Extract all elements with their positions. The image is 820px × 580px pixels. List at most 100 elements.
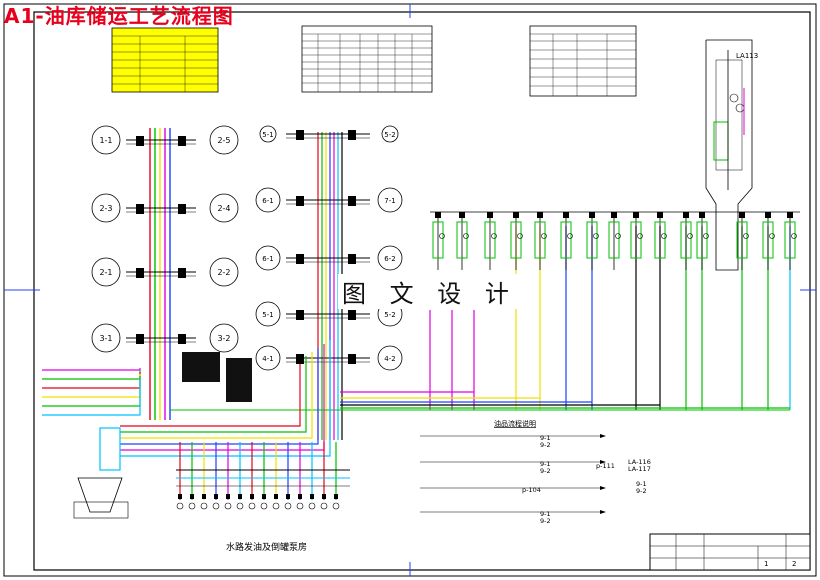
note-sublabel: 9-2 [540, 467, 551, 475]
note-label: LA-116 [628, 458, 651, 466]
notes-arrow [600, 434, 606, 438]
valve-symbol [296, 130, 304, 140]
loading-arm-valve [593, 233, 599, 239]
loading-arm-valve [541, 233, 547, 239]
tank-id-label: 4-2 [384, 355, 395, 363]
loading-arm-frame [654, 221, 666, 259]
loading-arm-frame [736, 221, 748, 259]
pipe-line [42, 370, 141, 380]
pump-valve [334, 494, 338, 499]
pump-valve [250, 494, 254, 499]
note-sublabel: 9-2 [540, 441, 551, 449]
loading-arm-valve [743, 233, 749, 239]
loading-arm-head [739, 212, 745, 218]
valve-symbol [136, 136, 144, 146]
valve-symbol [296, 196, 304, 206]
valve-symbol [296, 354, 304, 364]
valve-symbol [348, 254, 356, 264]
note-label: 9-1 [540, 460, 551, 468]
storage-tank [91, 257, 121, 287]
tank-id-label: 6-2 [384, 255, 395, 263]
loading-arm-head [589, 212, 595, 218]
loading-arm-valve [661, 233, 667, 239]
pump-symbol [212, 502, 220, 510]
loading-arm-valve [687, 233, 693, 239]
tank-id-label: 5-1 [262, 311, 273, 319]
notes-arrow [600, 460, 606, 464]
loading-arm-valve [517, 233, 523, 239]
storage-tank [255, 187, 281, 213]
note-label: 9-1 [636, 480, 647, 488]
storage-tank [381, 125, 399, 143]
loading-arm-frame [534, 221, 546, 259]
pump-valve [274, 494, 278, 499]
pump-symbol [260, 502, 268, 510]
valve-symbol [178, 204, 186, 214]
loading-arm-frame [680, 221, 692, 259]
pipe-line [120, 352, 313, 439]
loading-arm-frame [608, 221, 620, 259]
title-block: 1 2 [649, 533, 811, 571]
storage-tank [91, 125, 121, 155]
storage-tank [209, 323, 239, 353]
storage-tank [255, 301, 281, 327]
notes-heading: 油品流程说明 [494, 419, 536, 428]
note-sublabel: 9-2 [540, 517, 551, 525]
loading-arm-frame [586, 221, 598, 259]
loading-arm-frame [484, 221, 496, 259]
storage-tank [377, 245, 403, 271]
loading-arm-head [699, 212, 705, 218]
tank-id-label: 2-3 [99, 204, 112, 213]
pipe-line [42, 368, 141, 371]
control-panel [73, 352, 252, 519]
storage-tank [91, 323, 121, 353]
pump-symbol [320, 502, 328, 510]
storage-tank [209, 125, 239, 155]
pump-station-label: 水路发油及倒罐泵房 [226, 541, 307, 553]
valve-symbol [136, 204, 144, 214]
pump-symbol [188, 502, 196, 510]
valve-symbol [178, 136, 186, 146]
pump-symbol [332, 502, 340, 510]
tank-id-label: 4-1 [262, 355, 273, 363]
loading-arm-valve [491, 233, 497, 239]
sheet-total: 2 [792, 560, 796, 568]
loading-arm-head [611, 212, 617, 218]
valve-symbol [348, 354, 356, 364]
loading-tower-label: LA113 [736, 52, 758, 60]
loading-arm-head [683, 212, 689, 218]
valve-symbol [136, 334, 144, 344]
storage-tank [209, 193, 239, 223]
loading-arm-valve [463, 233, 469, 239]
valve-symbol [348, 310, 356, 320]
pump-symbol [176, 502, 184, 510]
loading-arm-head [657, 212, 663, 218]
pump-valve [322, 494, 326, 499]
pump-valve [178, 494, 182, 499]
storage-tank [377, 187, 403, 213]
valve-symbol [178, 268, 186, 278]
pipe-line [42, 378, 141, 416]
inner-frame [33, 11, 811, 571]
pump-symbol [224, 502, 232, 510]
pump-symbol [272, 502, 280, 510]
legend-table-yellow [111, 27, 219, 93]
loading-arm-head [487, 212, 493, 218]
pump-valve [262, 494, 266, 499]
loading-arm-valve [439, 233, 445, 239]
loading-arm-head [459, 212, 465, 218]
loading-arm-head [787, 212, 793, 218]
tank-id-label: 3-1 [99, 334, 112, 343]
loading-arm-head [513, 212, 519, 218]
drawing-title: A1-油库储运工艺流程图 [4, 4, 234, 28]
pipe-line [120, 360, 301, 427]
tank-id-label: 2-1 [99, 268, 112, 277]
valve-symbol [348, 130, 356, 140]
valve-symbol [348, 196, 356, 206]
valve-group [136, 130, 800, 510]
pipe-network [42, 128, 791, 500]
notes-arrow [600, 510, 606, 514]
storage-tank [377, 345, 403, 371]
